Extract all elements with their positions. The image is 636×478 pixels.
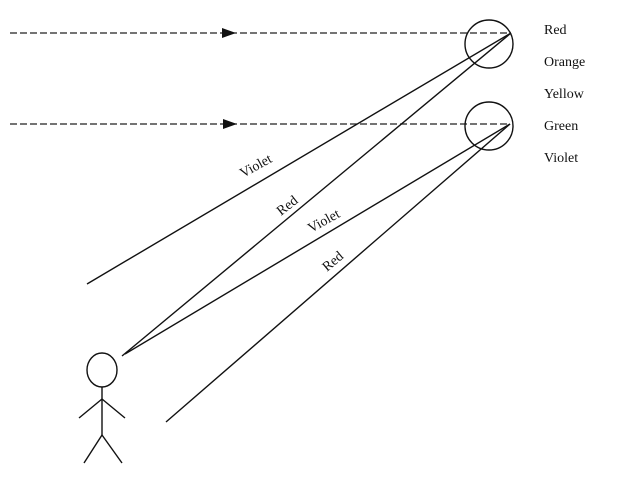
ray-upper-violet — [86, 32, 512, 285]
ray-label-upper-red: Red — [274, 193, 301, 219]
color-label-green: Green — [544, 119, 578, 134]
color-label-red: Red — [544, 23, 567, 38]
arrowhead-icon — [223, 119, 237, 129]
raindrop-upper — [464, 19, 514, 69]
ray-lower-red — [165, 123, 511, 423]
ray-lower-violet — [124, 123, 511, 355]
color-label-orange: Orange — [544, 55, 585, 70]
ray-label-upper-violet: Violet — [238, 152, 275, 182]
color-label-violet: Violet — [544, 151, 578, 166]
raindrop-lower — [464, 101, 514, 151]
color-label-yellow: Yellow — [544, 87, 585, 102]
observer-right-arm — [101, 398, 126, 419]
observer-left-leg — [83, 434, 103, 464]
observer-left-arm — [78, 398, 103, 419]
observer-head — [86, 352, 118, 388]
ray-label-lower-violet: Violet — [306, 207, 343, 237]
observer-figure-icon — [78, 352, 126, 464]
observer-right-leg — [101, 434, 123, 464]
arrowhead-icon — [222, 28, 236, 38]
ray-label-lower-red: Red — [320, 249, 347, 275]
ray-upper-red — [121, 32, 512, 357]
